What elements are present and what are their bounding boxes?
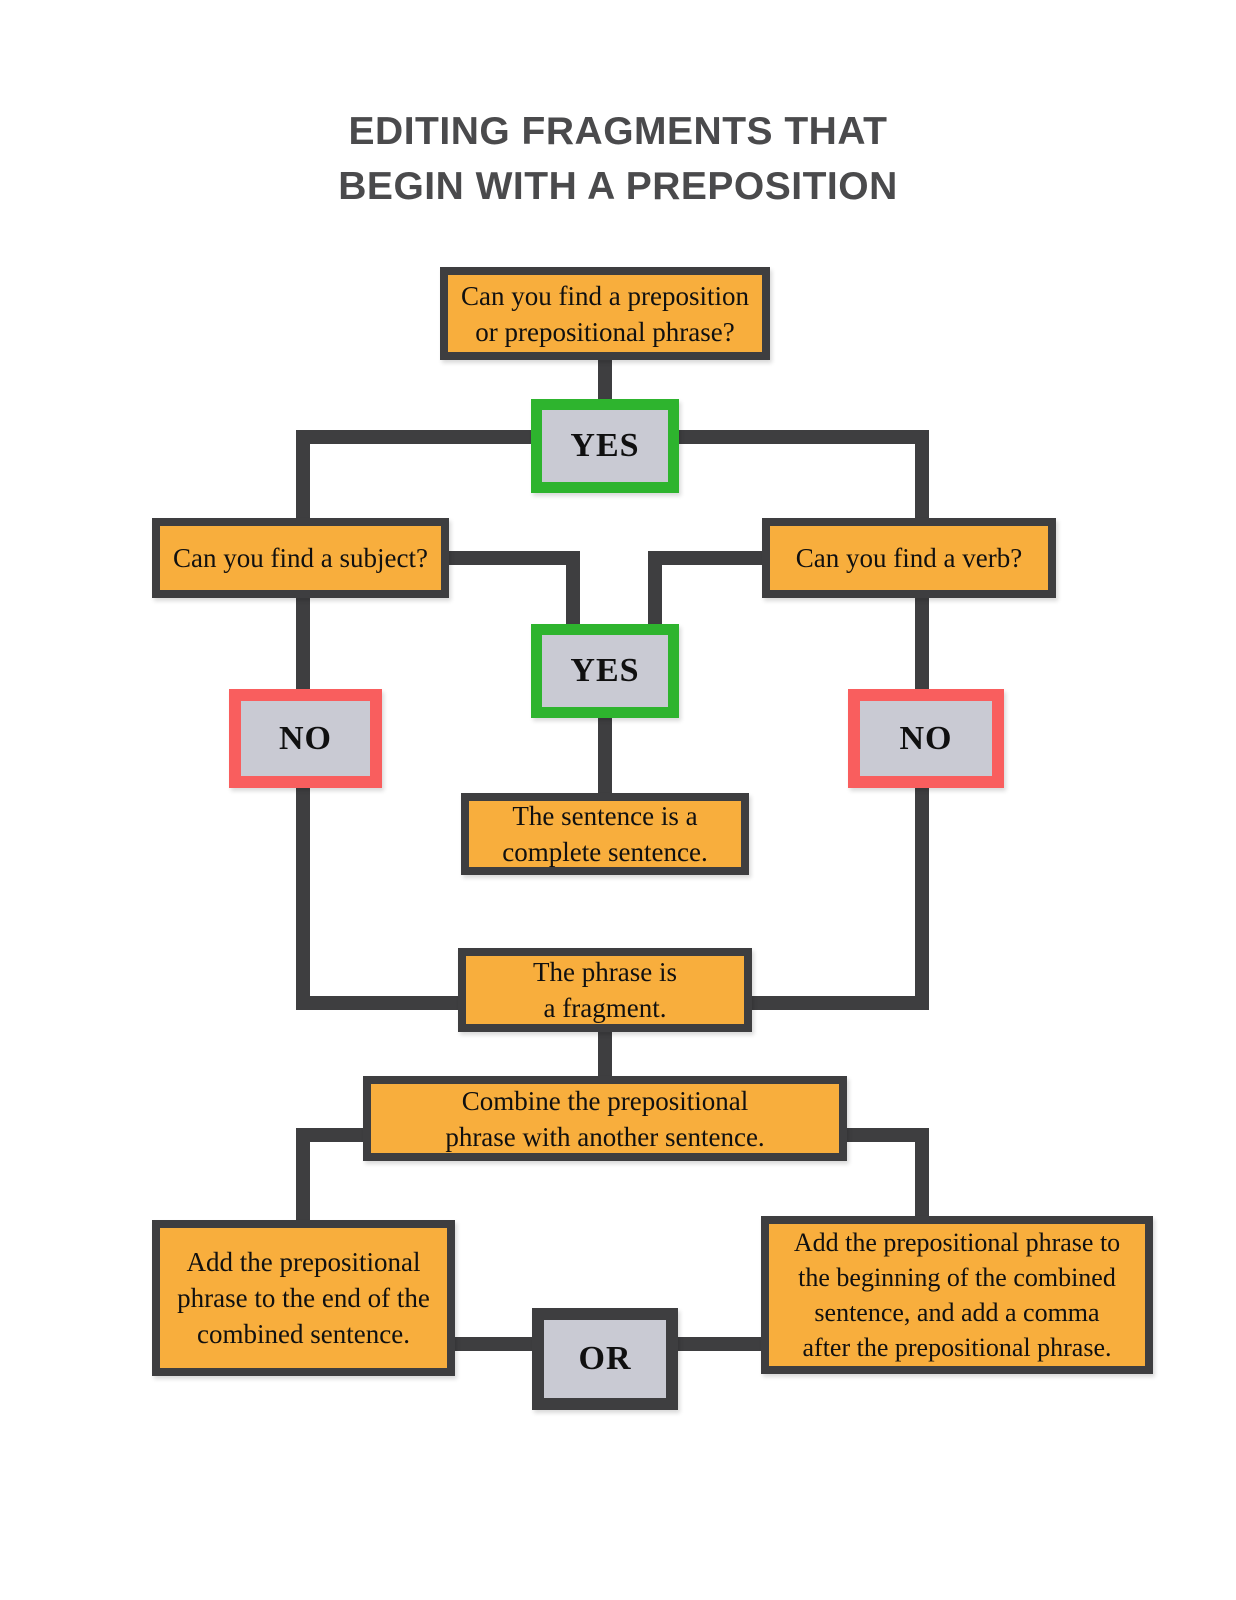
node-text-line: a fragment.: [543, 993, 667, 1023]
node-text-line: Combine the prepositional: [461, 1085, 749, 1116]
connector-addend-to-or: [446, 1337, 546, 1351]
node-text-line: Add the prepositional phrase to: [793, 1228, 1121, 1257]
node-text-line: or prepositional phrase?: [475, 316, 735, 347]
node-add-end: Add the prepositional phrase to the end …: [152, 1220, 455, 1376]
node-text-line: YES: [570, 427, 640, 464]
node-text-line: YES: [570, 652, 640, 689]
node-text-line: complete sentence.: [502, 837, 708, 867]
connector-or-to-addbeginning: [672, 1337, 776, 1351]
connector-subject-stub-horizontal: [440, 551, 580, 565]
node-text-line: Can you find a subject?: [173, 543, 428, 573]
node-text-line: NO: [279, 719, 332, 757]
node-no-right: NO: [848, 689, 1004, 788]
connector-no-right-down: [915, 780, 929, 1010]
connector-yes-to-complete: [598, 710, 612, 802]
connector-verb-stub-vertical: [648, 551, 662, 633]
node-text-line: the beginning of the combined: [798, 1263, 1116, 1292]
node-text-line: Can you find a verb?: [795, 543, 1023, 573]
node-verb-question: Can you find a verb?: [762, 518, 1056, 598]
connector-combine-right-horizontal: [838, 1128, 929, 1142]
node-text-line: Can you find a preposition: [461, 280, 749, 311]
node-subject-question: Can you find a subject?: [152, 518, 449, 598]
connector-combine-right-vertical: [915, 1128, 929, 1228]
node-text-line: The phrase is: [533, 957, 677, 987]
node-text-line: combined sentence.: [197, 1319, 410, 1349]
node-text-line: The sentence is a: [512, 801, 698, 831]
node-text-line: sentence, and add a comma: [814, 1298, 1100, 1327]
connector-yes-right-horizontal: [674, 430, 922, 444]
connector-drop-to-verb: [915, 430, 929, 526]
node-yes-top: YES: [531, 399, 679, 493]
node-yes-middle: YES: [531, 624, 679, 718]
connector-verb-stub-horizontal: [648, 551, 770, 565]
node-text-line: phrase with another sentence.: [445, 1121, 765, 1152]
connector-combine-left-horizontal: [296, 1128, 370, 1142]
connector-preposition-to-yes: [598, 350, 612, 406]
page-title: EDITING FRAGMENTS THAT BEGIN WITH A PREP…: [0, 104, 1236, 214]
node-fragment: The phrase is a fragment.: [458, 948, 752, 1032]
page-title-line: EDITING FRAGMENTS THAT: [348, 110, 888, 153]
node-or: OR: [532, 1308, 678, 1410]
connector-drop-to-subject: [296, 430, 310, 526]
connector-no-left-down: [296, 780, 310, 1010]
node-text-line: after the prepositional phrase.: [802, 1333, 1112, 1362]
connector-subject-stub-vertical: [566, 551, 580, 633]
node-no-left: NO: [229, 689, 382, 788]
connector-fragment-to-no-right: [748, 996, 929, 1010]
node-combine: Combine the prepositional phrase with an…: [363, 1076, 847, 1161]
node-preposition-question: Can you find a preposition or prepositio…: [440, 267, 770, 360]
connector-subject-to-no: [296, 590, 310, 698]
connector-fragment-to-combine: [598, 1022, 612, 1084]
connector-yes-left-horizontal: [296, 430, 538, 444]
node-complete-sentence: The sentence is a complete sentence.: [461, 793, 749, 875]
node-text-line: Add the prepositional: [186, 1247, 421, 1277]
connector-verb-to-no: [915, 590, 929, 698]
page-title-line: BEGIN WITH A PREPOSITION: [338, 165, 898, 208]
node-add-beginning: Add the prepositional phrase to the begi…: [761, 1216, 1153, 1374]
connector-no-left-to-fragment: [296, 996, 468, 1010]
connector-combine-left-vertical: [296, 1128, 310, 1228]
node-text-line: OR: [578, 1340, 632, 1377]
node-text-line: phrase to the end of the: [177, 1283, 430, 1313]
node-text-line: NO: [899, 719, 953, 757]
